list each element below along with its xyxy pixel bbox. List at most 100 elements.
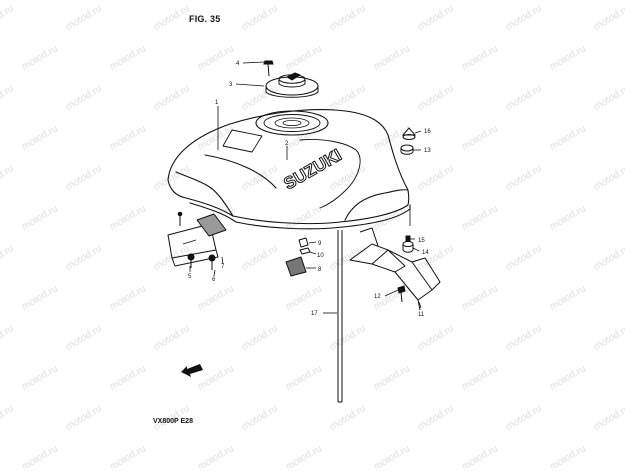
watermark-text: motod.ru <box>64 243 104 272</box>
watermark-text: motod.ru <box>460 43 500 72</box>
fuel-tank <box>167 109 411 230</box>
callout-7: 7 <box>221 264 225 270</box>
callout-labels: 1 2 3 4 5 6 7 8 9 10 11 12 13 14 15 16 1… <box>188 61 431 318</box>
watermark-text: motod.ru <box>592 163 625 192</box>
watermark-text: motod.ru <box>416 163 456 192</box>
watermark-text: motod.ru <box>20 283 60 312</box>
watermark-text: motod.ru <box>64 3 104 32</box>
watermark-text: motod.ru <box>592 83 625 112</box>
watermark-text: motod.ru <box>64 403 104 432</box>
watermark-text: motod.ru <box>460 363 500 392</box>
rear-bracket <box>349 227 441 311</box>
callout-10: 10 <box>317 253 324 259</box>
watermark-text: motod.ru <box>64 83 104 112</box>
watermark-text: motod.ru <box>328 243 368 272</box>
watermark-text: motod.ru <box>416 83 456 112</box>
watermark-text: motod.ru <box>20 443 60 468</box>
watermark-text: motod.ru <box>504 403 544 432</box>
watermark-text: motod.ru <box>20 43 60 72</box>
callout-1: 1 <box>215 100 219 106</box>
watermark-text: motod.ru <box>548 443 588 468</box>
watermark-text: motod.ru <box>548 43 588 72</box>
watermark-text: motod.ru <box>0 83 16 112</box>
callout-8: 8 <box>318 267 322 273</box>
bracket-bolt-12 <box>397 285 406 303</box>
watermark-text: motod.ru <box>0 163 16 192</box>
callout-15: 15 <box>418 238 425 244</box>
watermark-text: motod.ru <box>196 443 236 468</box>
callout-2: 2 <box>285 141 289 147</box>
callout-3: 3 <box>229 82 233 88</box>
callout-4: 4 <box>236 61 240 67</box>
watermark-text: motod.ru <box>548 363 588 392</box>
bracket-bolt <box>177 211 183 226</box>
watermark-text: motod.ru <box>372 43 412 72</box>
watermark-text: motod.ru <box>240 403 280 432</box>
callout-17: 17 <box>311 311 318 317</box>
rear-rubber-mount <box>285 237 311 277</box>
watermark-text: motod.ru <box>20 203 60 232</box>
watermark-text: motod.ru <box>108 283 148 312</box>
watermark-text: motod.ru <box>108 443 148 468</box>
watermark-text: motod.ru <box>152 3 192 32</box>
watermark-text: motod.ru <box>0 3 16 32</box>
watermark-text: motod.ru <box>372 363 412 392</box>
watermark-text: motod.ru <box>416 403 456 432</box>
watermark-text: motod.ru <box>108 43 148 72</box>
watermark-text: motod.ru <box>460 443 500 468</box>
watermark-text: motod.ru <box>240 243 280 272</box>
watermark-text: motod.ru <box>460 123 500 152</box>
watermark-text: motod.ru <box>460 203 500 232</box>
callout-11: 11 <box>418 312 425 318</box>
cap-16 <box>401 127 417 140</box>
figure-title: FIG. 35 <box>189 14 221 24</box>
watermark-text: motod.ru <box>20 123 60 152</box>
model-code: VX800P E28 <box>153 418 193 425</box>
watermark-text: motod.ru <box>240 323 280 352</box>
watermark-text: motod.ru <box>196 283 236 312</box>
watermark-text: motod.ru <box>504 243 544 272</box>
watermark-text: motod.ru <box>108 363 148 392</box>
watermark-text: motod.ru <box>328 83 368 112</box>
watermark-text: motod.ru <box>416 323 456 352</box>
watermark-text: motod.ru <box>548 203 588 232</box>
fuel-cap <box>265 72 319 98</box>
watermark-text: motod.ru <box>592 243 625 272</box>
callout-14: 14 <box>422 250 429 256</box>
watermark-text: motod.ru <box>152 163 192 192</box>
watermark-text: motod.ru <box>284 283 324 312</box>
watermark-text: motod.ru <box>240 83 280 112</box>
callout-12: 12 <box>374 294 381 300</box>
watermark-text: motod.ru <box>416 3 456 32</box>
watermark-text: motod.ru <box>0 323 16 352</box>
callout-5: 5 <box>188 274 192 280</box>
watermark-text: motod.ru <box>460 283 500 312</box>
watermark-text: motod.ru <box>328 323 368 352</box>
watermark-text: motod.ru <box>284 43 324 72</box>
leader-lines <box>189 61 422 314</box>
watermark-text: motod.ru <box>504 323 544 352</box>
watermark-text: motod.ru <box>284 363 324 392</box>
watermark-text: motod.ru <box>152 83 192 112</box>
watermark-text: motod.ru <box>152 323 192 352</box>
callout-16: 16 <box>424 129 431 135</box>
watermark-text: motod.ru <box>592 403 625 432</box>
watermark-text: motod.ru <box>196 123 236 152</box>
watermark-text: motod.ru <box>196 43 236 72</box>
watermark-text: motod.ru <box>592 3 625 32</box>
watermark-text: motod.ru <box>196 363 236 392</box>
front-arrow-icon <box>181 364 203 377</box>
drain-hose <box>337 230 343 403</box>
watermark-text: motod.ru <box>64 323 104 352</box>
callout-9: 9 <box>318 241 322 247</box>
watermark-text: motod.ru <box>504 163 544 192</box>
watermark-text: motod.ru <box>328 403 368 432</box>
washer-13 <box>400 144 414 155</box>
watermark-text: motod.ru <box>0 243 16 272</box>
watermark-text: motod.ru <box>504 3 544 32</box>
watermark-text: motod.ru <box>328 3 368 32</box>
callout-13: 13 <box>424 148 431 154</box>
watermark-text: motod.ru <box>504 83 544 112</box>
